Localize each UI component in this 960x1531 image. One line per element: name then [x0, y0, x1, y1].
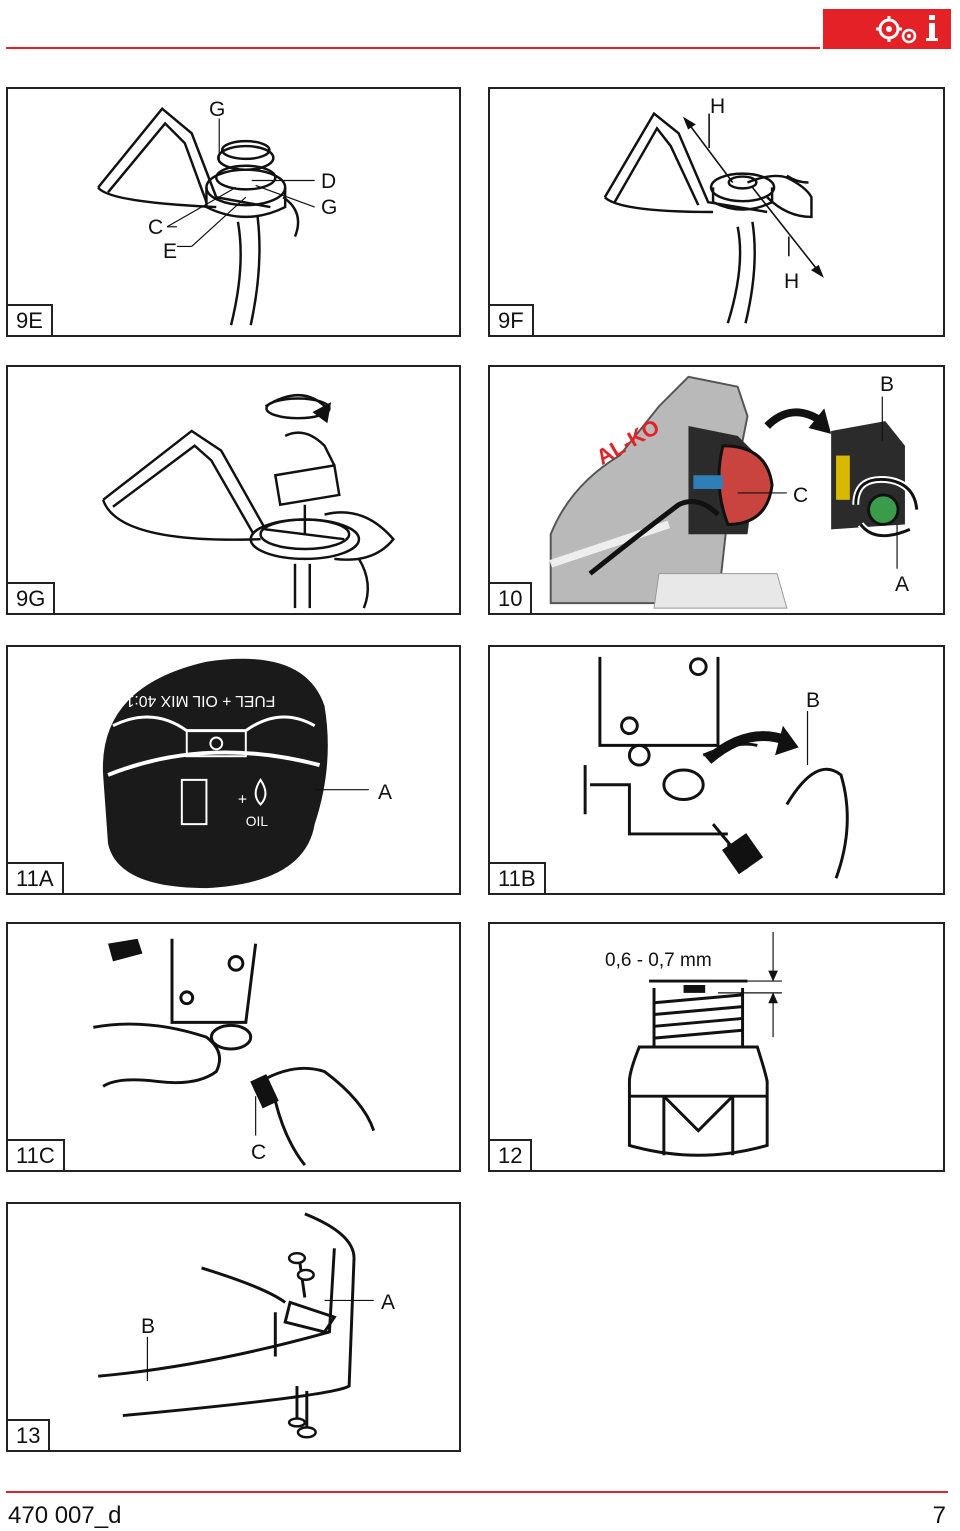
fuel-cap-illustration: + OIL FUEL + OIL MIX 40:1	[102, 658, 369, 889]
header-rule	[6, 47, 820, 49]
callout-h-bottom: H	[784, 270, 800, 293]
svg-text:+: +	[238, 791, 247, 808]
callout-b: B	[880, 373, 895, 396]
figure-label: 9E	[8, 304, 53, 335]
figure-label: 9F	[490, 304, 534, 335]
callout-g-top: G	[209, 98, 226, 121]
figure-label: 9G	[8, 582, 56, 613]
figure-label: 13	[8, 1419, 51, 1450]
figure-label: 12	[490, 1139, 533, 1170]
callout-h-top: H	[710, 95, 726, 118]
figure-label: 11B	[490, 862, 546, 893]
figure-label: 11C	[8, 1139, 65, 1170]
figure-11a: + OIL FUEL + OIL MIX 40:1 A 11A	[6, 645, 461, 895]
figure-11c: C 11C	[6, 922, 461, 1172]
callout-d: D	[321, 170, 337, 193]
page-number: 7	[932, 1502, 946, 1529]
spark-plug-wrench-illustration	[93, 938, 376, 1167]
document-code: 470 007_d	[8, 1502, 122, 1529]
gears-info-icon	[876, 15, 938, 44]
callout-c: C	[148, 216, 164, 239]
figure-label: 10	[490, 582, 533, 613]
spark-plug-removal-illustration	[583, 656, 849, 879]
figure-11b: B 11B	[488, 645, 945, 895]
figure-9f: H H 9F	[488, 87, 945, 337]
figure-label: 11A	[8, 862, 64, 893]
callout-a: A	[378, 781, 393, 804]
figure-9g: 9G	[6, 365, 461, 615]
engine-photo: AL-KO	[549, 375, 921, 609]
callout-a: A	[895, 573, 910, 596]
guard-mounting-illustration	[98, 1212, 374, 1439]
callout-b: B	[141, 1315, 156, 1338]
callout-b: B	[806, 689, 821, 712]
gap-measurement: 0,6 - 0,7 mm	[605, 950, 712, 971]
callout-e: E	[163, 240, 178, 263]
callout-a: A	[381, 1291, 396, 1314]
callout-c: C	[793, 484, 809, 507]
spark-plug-gap-illustration	[627, 931, 782, 1157]
header-badge	[823, 9, 951, 49]
line-pull-illustration	[603, 111, 824, 324]
footer-rule	[6, 1491, 948, 1493]
figure-12: 0,6 - 0,7 mm 12	[488, 922, 945, 1172]
cap-mix-text: FUEL + OIL MIX 40:1	[126, 692, 276, 709]
oil-label: OIL	[246, 814, 269, 829]
trimmer-head-illustration	[97, 106, 315, 326]
spool-cap-illustration	[101, 393, 395, 609]
figure-9e: G D G C E 9E	[6, 87, 461, 337]
figure-13: A B 13	[6, 1202, 461, 1452]
callout-g-right: G	[321, 196, 338, 219]
figure-10: AL-KO B C A 10	[488, 365, 945, 615]
callout-c: C	[251, 1141, 267, 1164]
